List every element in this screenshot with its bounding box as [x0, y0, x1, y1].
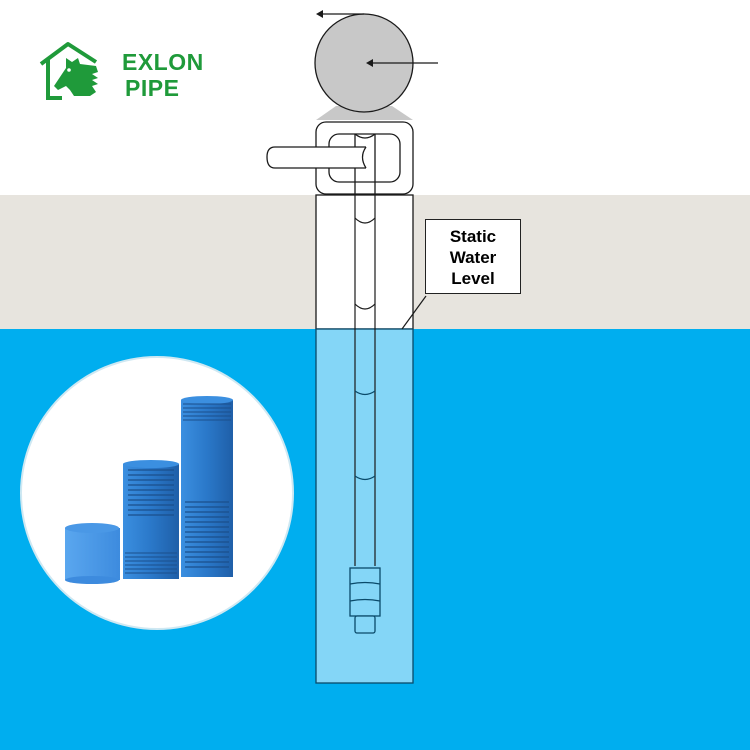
label-line-2: Water: [449, 248, 497, 267]
brand-logo: EXLON PIPE: [38, 40, 203, 104]
discharge-pipe: [266, 146, 367, 169]
slotted-screen-pipe-short: [123, 460, 179, 579]
submersible-pump: [349, 567, 381, 634]
brand-name-line-2: PIPE: [125, 75, 180, 101]
slotted-screen-pipe-tall: [181, 396, 233, 577]
well-casing: [315, 194, 414, 684]
product-photo: [22, 358, 292, 628]
house-horse-icon: [39, 42, 98, 100]
brand-name-line-1: EXLON: [122, 49, 204, 75]
drop-pipe: [354, 130, 376, 566]
socket-coupling: [65, 523, 120, 584]
static-water-level-label: Static Water Level: [425, 219, 521, 294]
label-line-1: Static: [449, 227, 497, 246]
pvc-pipes-illustration: [65, 396, 233, 584]
label-line-3: Level: [451, 269, 495, 288]
label-leader-line: [401, 295, 427, 330]
pump-wheel: [314, 10, 438, 120]
